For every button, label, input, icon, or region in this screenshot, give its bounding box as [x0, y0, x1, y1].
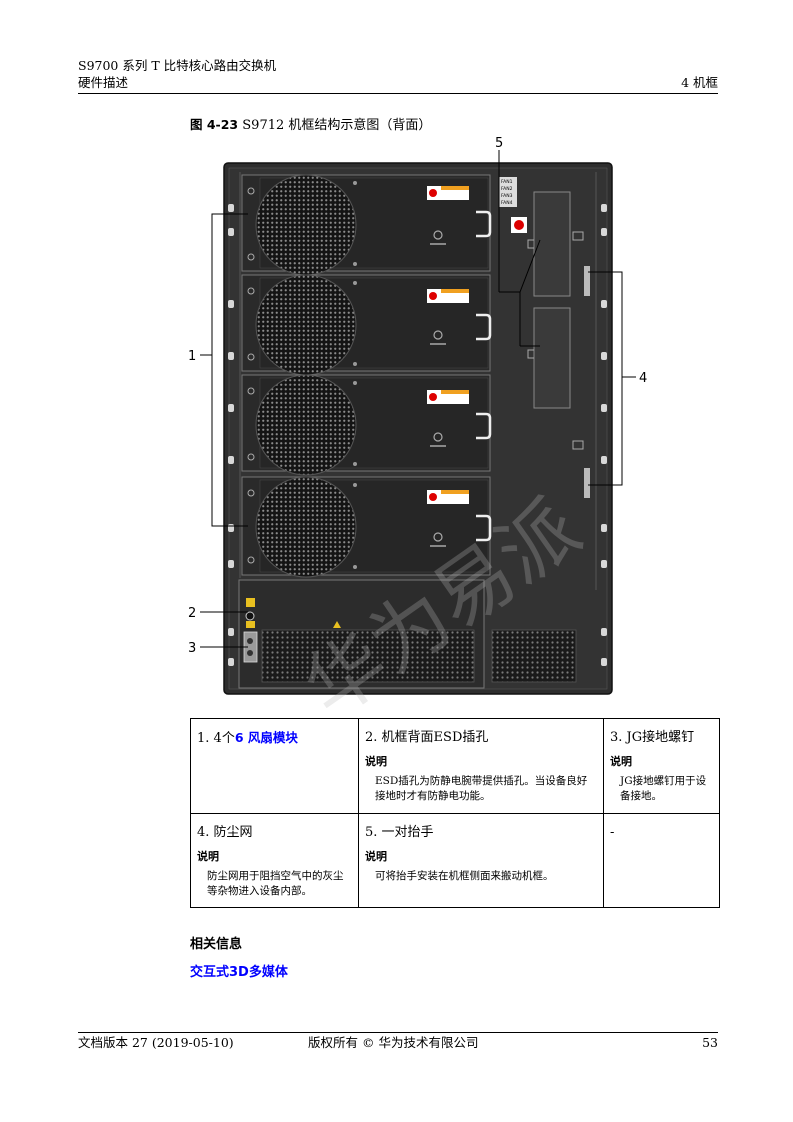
legend-title-4: 防尘网 [213, 825, 253, 840]
fan-label-4: FAN4 [501, 200, 513, 206]
legend-num-5: 5. [365, 825, 378, 840]
legend-row: 1. 4个6 风扇模块 2. 机框背面ESD插孔 说明 ESD插孔为防静电腕带提… [190, 718, 720, 814]
related-info-heading: 相关信息 [190, 937, 243, 952]
esd-warning-label [246, 598, 255, 607]
fan-module-link[interactable]: 6 风扇模块 [234, 730, 298, 745]
callout-4-number: 4 [639, 371, 647, 386]
handle-upper [527, 191, 571, 297]
fan-label-1: FAN1 [501, 179, 513, 185]
rail-upper [584, 266, 590, 296]
fan-module-4 [241, 476, 492, 578]
note-heading: 说明 [197, 850, 219, 863]
fan-label-block: FAN1 FAN2 FAN3 FAN4 [499, 177, 517, 207]
legend-num-2: 2. [365, 730, 378, 745]
footer-version: 文档版本 27 (2019-05-10) [78, 1035, 234, 1050]
legend-row: 4. 防尘网 说明 防尘网用于阻挡空气中的灰尘等杂物进入设备内部。 5. 一对抬… [190, 813, 720, 908]
legend-num-3: 3. [610, 730, 623, 745]
rail-lower [584, 468, 590, 498]
fan-module-2 [241, 274, 492, 376]
legend-title-5: 一对抬手 [381, 825, 434, 840]
header-section-row: 硬件描述 4 机框 [78, 74, 718, 91]
header-section: 硬件描述 [78, 75, 129, 90]
callout-3-number: 3 [188, 641, 196, 656]
legend-title-3: JG接地螺钉 [626, 730, 695, 745]
legend-cell-5: 5. 一对抬手 说明 可将抬手安装在机框侧面来搬动机框。 [358, 813, 604, 908]
legend-cell-2: 2. 机框背面ESD插孔 说明 ESD插孔为防静电腕带提供插孔。当设备良好接地时… [358, 718, 604, 814]
header-rule [78, 93, 718, 94]
interactive-3d-link[interactable]: 交互式3D多媒体 [190, 965, 288, 980]
note-heading: 说明 [610, 755, 632, 768]
legend-num-4: 4. [197, 825, 210, 840]
fan-module-3 [241, 374, 492, 476]
callout-4 [588, 271, 636, 486]
dust-screen-right [491, 629, 577, 683]
legend-cell-4: 4. 防尘网 说明 防尘网用于阻挡空气中的灰尘等杂物进入设备内部。 [190, 813, 359, 908]
note-body: 可将抬手安装在机框侧面来搬动机框。 [375, 870, 554, 882]
callout-1-number: 1 [188, 349, 196, 364]
note-heading: 说明 [365, 755, 387, 768]
legend-cell-6: - [603, 813, 720, 908]
callout-5-number: 5 [495, 136, 503, 151]
legend-prefix-1: 4个 [213, 731, 235, 746]
figure-number: 图 4-23 [190, 117, 239, 132]
left-rail-holes [228, 204, 234, 666]
note-body: 防尘网用于阻挡空气中的灰尘等杂物进入设备内部。 [207, 870, 344, 897]
fan-label-3: FAN3 [501, 193, 513, 199]
note-body: JG接地螺钉用于设备接地。 [620, 775, 707, 802]
legend-cell-3: 3. JG接地螺钉 说明 JG接地螺钉用于设备接地。 [603, 718, 720, 814]
legend-num-1: 1. [197, 731, 210, 746]
callout-1 [200, 213, 248, 527]
footer-copyright: 版权所有 © 华为技术有限公司 [308, 1035, 479, 1050]
figure-caption: 图 4-23 S9712 机框结构示意图（背面） [190, 114, 431, 133]
note-heading: 说明 [365, 850, 387, 863]
footer-rule [78, 1032, 718, 1033]
handle-lower [527, 307, 571, 409]
note-body: ESD插孔为防静电腕带提供插孔。当设备良好接地时才有防静电功能。 [375, 775, 588, 802]
header-chapter: 4 机框 [681, 75, 718, 90]
callout-2-number: 2 [188, 606, 196, 621]
bottom-panel [238, 579, 577, 689]
legend-empty-marker: - [610, 825, 615, 840]
figure-title: S9712 机框结构示意图（背面） [242, 118, 432, 133]
legend-title-2: 机框背面ESD插孔 [381, 730, 489, 745]
fan-module-1 [241, 174, 492, 276]
fan-label-2: FAN2 [501, 186, 513, 192]
header-product: S9700 系列 T 比特核心路由交换机 [78, 58, 277, 73]
dust-screen-left [261, 629, 475, 683]
legend-cell-1: 1. 4个6 风扇模块 [190, 718, 359, 814]
legend-table: 1. 4个6 风扇模块 2. 机框背面ESD插孔 说明 ESD插孔为防静电腕带提… [190, 718, 720, 908]
esd-jack [245, 611, 255, 621]
footer-page-number: 53 [702, 1035, 718, 1050]
callout-5 [498, 150, 541, 347]
right-rail-holes [601, 204, 607, 666]
